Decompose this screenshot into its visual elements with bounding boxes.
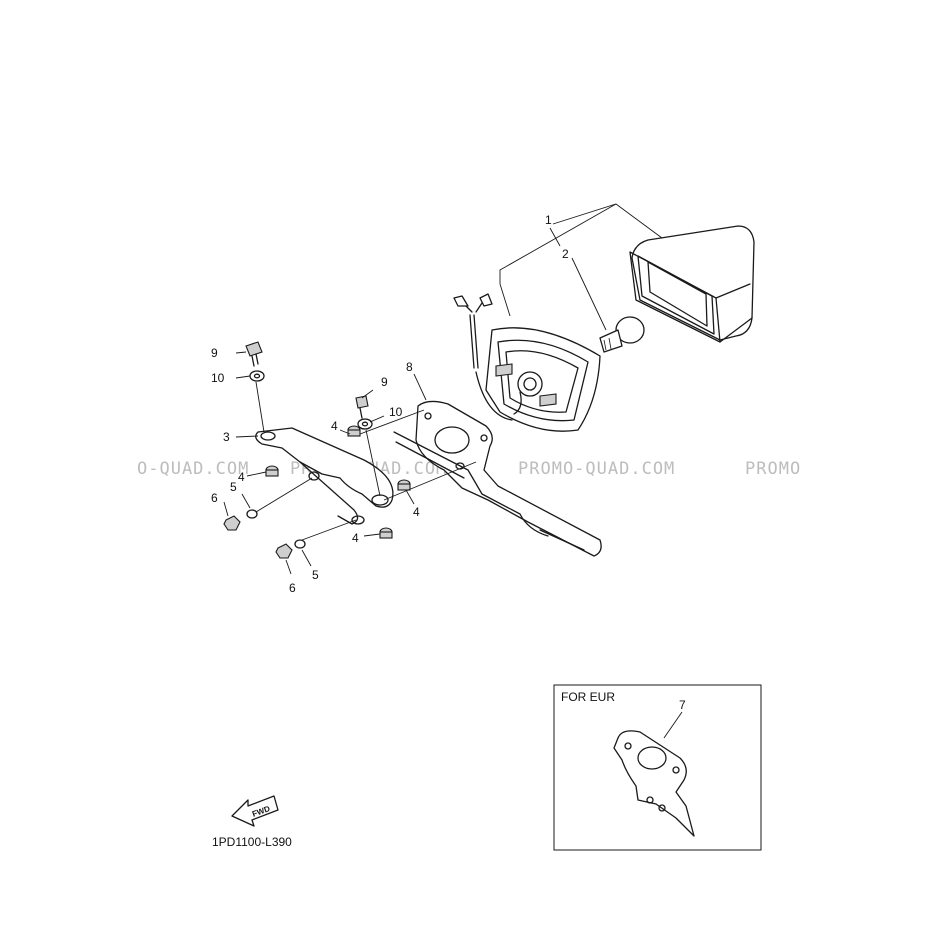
callout-10a: 10 [211,371,225,385]
lamp-wiring [453,293,513,421]
callout-numbers: 1 2 3 4 4 4 4 5 5 6 6 8 9 9 10 10 [211,213,569,595]
grommet-c [397,479,411,491]
license-bracket [393,400,602,557]
callout-8: 8 [406,360,413,374]
leader-lines [223,203,663,575]
inset-for-eur: FOR EUR 7 [553,684,762,851]
callout-2: 2 [562,247,569,261]
fasteners [223,341,477,559]
diagram-code: 1PD1100-L390 [212,835,292,849]
watermark-left: O-QUAD.COM [137,459,249,479]
stay-bracket [255,427,394,525]
callout-3: 3 [223,430,230,444]
callout-4a: 4 [238,470,245,484]
callout-9a: 9 [211,346,218,360]
callout-6a: 6 [211,491,218,505]
callout-5b: 5 [312,568,319,582]
watermark-right: PROMO-QUAD.COM [518,459,675,479]
tail-lamp-lens [629,225,755,343]
callout-4c: 4 [413,505,420,519]
callout-4d: 4 [352,531,359,545]
callout-1: 1 [545,213,552,227]
fwd-arrow: FWD [231,795,279,827]
watermark-edge: PROMO [745,459,801,479]
bulb [599,316,645,353]
callout-6b: 6 [289,581,296,595]
inset-title: FOR EUR [561,690,615,704]
callout-10b: 10 [389,405,403,419]
callout-9b: 9 [381,375,388,389]
grommet-b [347,425,361,437]
callout-4b: 4 [331,419,338,433]
grommet-a [265,465,279,477]
callout-7: 7 [679,698,686,712]
callout-5a: 5 [230,480,237,494]
grommet-d [379,527,393,539]
tail-lamp-housing [485,327,601,432]
